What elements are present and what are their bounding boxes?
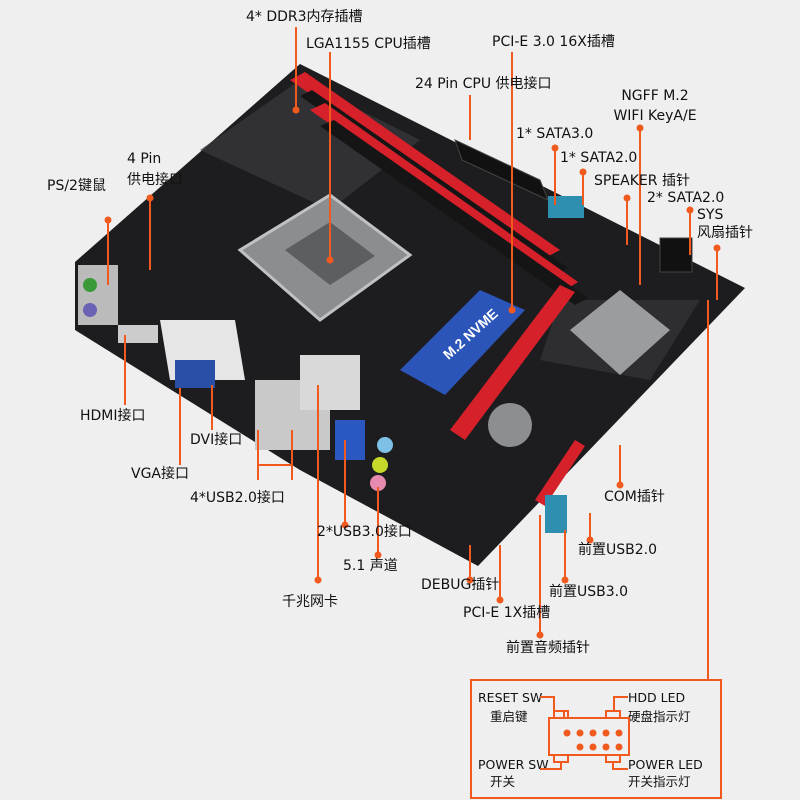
power-sw-cn-label: 开关 <box>490 774 516 789</box>
front-usb3-header <box>545 495 567 533</box>
reset-sw-label: RESET SW <box>478 690 543 705</box>
pcie-x1-slot <box>535 440 585 506</box>
chipset-heatsink <box>570 290 670 375</box>
label-dvi: DVI接口 <box>190 432 243 448</box>
label-com: COM插针 <box>604 489 665 505</box>
label-sata3: 1* SATA3.0 <box>516 126 594 142</box>
label-vga: VGA接口 <box>131 466 190 482</box>
power-led-cn-label: 开关指示灯 <box>628 774 691 789</box>
sys-fan-header <box>659 237 693 273</box>
sata-ports <box>548 196 584 218</box>
io-lan <box>300 355 360 410</box>
power-led-label: POWER LED <box>628 757 703 772</box>
label-front-usb3: 前置USB3.0 <box>549 584 629 600</box>
label-lan: 千兆网卡 <box>282 594 338 610</box>
board-pattern <box>200 80 420 210</box>
reset-sw-cn-label: 重启键 <box>490 709 528 724</box>
label-ps2: PS/2键鼠 <box>47 178 106 194</box>
label-ngff-line1: NGFF M.2 <box>621 88 689 104</box>
label-sys: SYS <box>697 207 724 223</box>
label-2sata2: 2* SATA2.0 <box>647 190 725 206</box>
io-ps2 <box>78 265 118 325</box>
label-front-audio: 前置音频插针 <box>506 640 590 656</box>
label-ddr3: 4* DDR3内存插槽 <box>246 9 363 25</box>
pin-header-icon <box>540 696 630 770</box>
cmos-battery <box>488 403 532 447</box>
label-pcie1: PCI-E 1X插槽 <box>463 605 551 621</box>
io-vga <box>175 360 215 388</box>
io-usb3 <box>335 420 365 460</box>
hdd-led-label: HDD LED <box>628 690 686 705</box>
label-audio: 5.1 声道 <box>343 558 398 574</box>
label-hdmi: HDMI接口 <box>80 408 146 424</box>
label-lga1155: LGA1155 CPU插槽 <box>306 36 431 52</box>
label-sys-fan: 风扇插针 <box>697 225 753 241</box>
label-debug: DEBUG插针 <box>421 577 500 593</box>
audio-jack <box>370 475 386 491</box>
label-4pin: 4 Pin <box>127 151 162 167</box>
ddr3-slots <box>290 72 588 305</box>
ps2-port <box>83 303 97 317</box>
motherboard <box>75 64 745 566</box>
io-hdmi <box>118 325 158 343</box>
label-usb3: 2*USB3.0接口 <box>317 524 412 540</box>
label-ngff-line2: WIFI KeyA/E <box>613 108 697 124</box>
label-front-usb2: 前置USB2.0 <box>578 542 658 558</box>
leader-lines <box>107 27 718 679</box>
label-4pin-power: 供电接口 <box>127 172 183 188</box>
label-speaker: SPEAKER 插针 <box>594 173 690 189</box>
m2-slot <box>400 290 525 395</box>
ps2-port <box>83 278 97 292</box>
audio-jack <box>372 457 388 473</box>
front-panel-header-diagram: RESET SW 重启键 HDD LED 硬盘指示灯 POWER SW 开关 P… <box>470 679 722 799</box>
pcie-x16-slot <box>450 285 575 440</box>
power-sw-label: POWER SW <box>478 757 549 772</box>
label-usb2: 4*USB2.0接口 <box>190 490 285 506</box>
label-sata2: 1* SATA2.0 <box>560 150 638 166</box>
label-cpu-24pin: 24 Pin CPU 供电接口 <box>415 76 552 92</box>
audio-jack <box>377 437 393 453</box>
label-ngff: NGFF M.2 WIFI KeyA/E <box>600 88 710 125</box>
leader-dots <box>104 106 721 639</box>
label-pcie16: PCI-E 3.0 16X插槽 <box>492 34 615 50</box>
hdd-led-cn-label: 硬盘指示灯 <box>628 709 691 724</box>
